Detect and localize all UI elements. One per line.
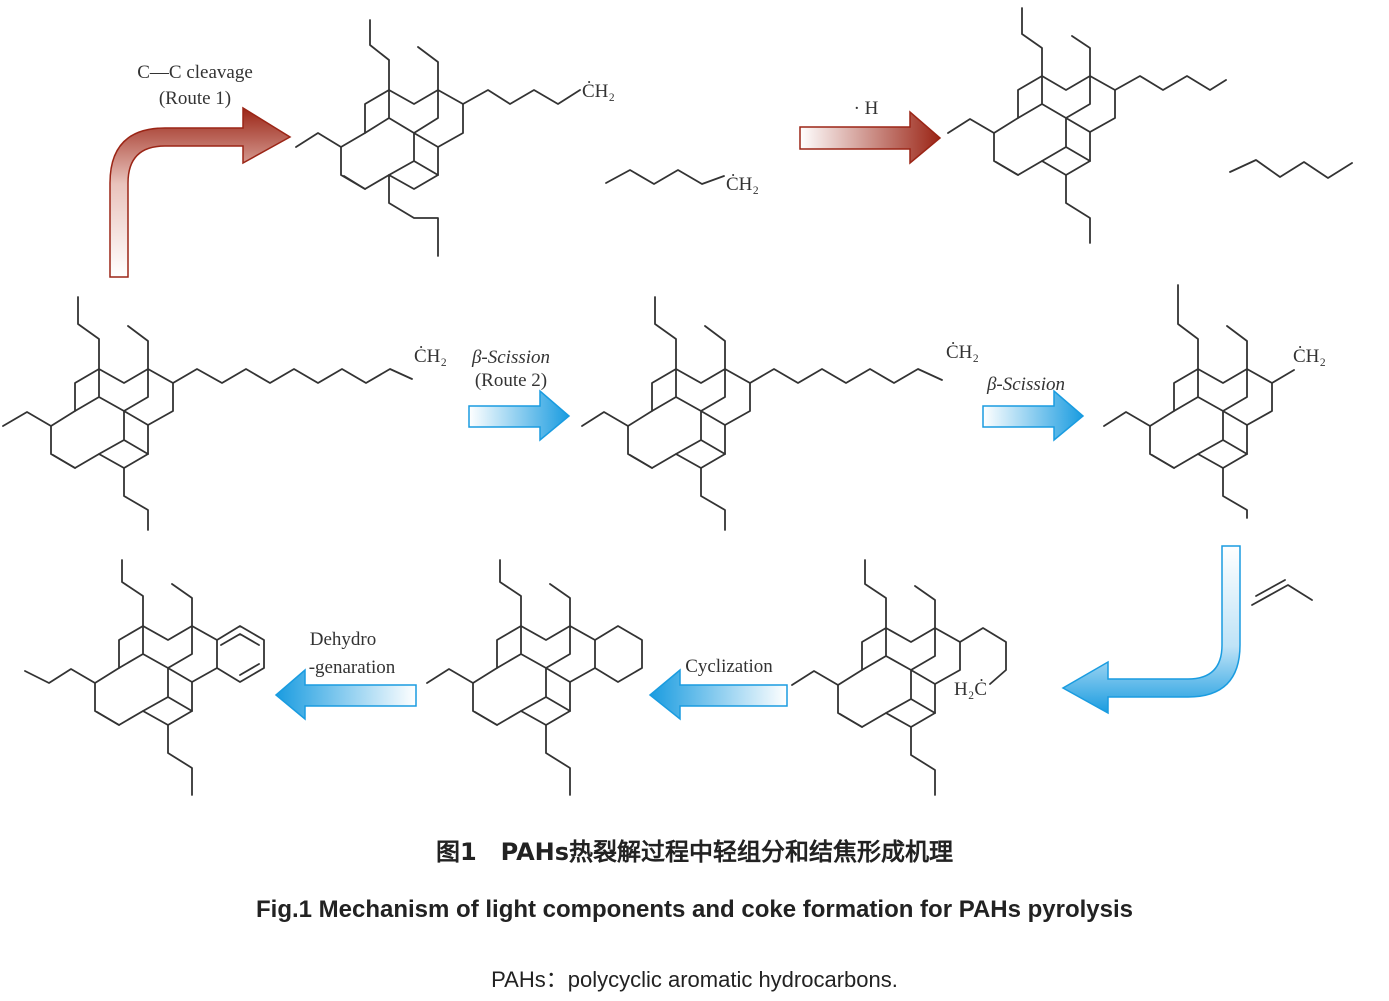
arrow-dehydrogenation (274, 668, 417, 721)
ch2-label-mid2: ĊH₂ (946, 342, 979, 363)
ch2-label-top1: ĊH₂ (582, 81, 615, 102)
molecule-pyrene-decyl-radical (2, 296, 413, 531)
ch2-label-mid1: ĊH₂ (414, 346, 447, 367)
caption-chinese: 图1 PAHs热裂解过程中轻组分和结焦形成机理 (435, 838, 954, 866)
molecule-pyrene-octyl-radical (581, 296, 943, 531)
h-radical-label: · H (854, 98, 879, 119)
caption-english: Fig.1 Mechanism of light components and … (255, 896, 1134, 923)
route2-label: (Route 2) (475, 370, 547, 391)
h2c-label: H₂Ċ (954, 679, 987, 700)
molecule-cyclized-pah (426, 559, 643, 796)
cyclization-label: Cyclization (685, 656, 773, 677)
molecule-propene (1251, 579, 1313, 606)
molecule-pyrene-pentyl-top-right (947, 7, 1227, 244)
ch2-label-mid3: ĊH₂ (1293, 346, 1326, 367)
ch2-label-pentyl: ĊH₂ (726, 174, 759, 195)
arrow-beta-scission-route2 (468, 389, 571, 442)
beta-scission-route2-label: β-Scission (471, 347, 550, 368)
reaction-mechanism-diagram: C—C cleavage (Route 1) · H β-Scission (R… (2, 7, 1353, 796)
arrow-h-addition (799, 110, 942, 165)
dehydro-label: Dehydro (310, 629, 376, 650)
cc-cleavage-label: C—C cleavage (137, 62, 253, 83)
molecule-pyrene-methyl-radical (1103, 284, 1295, 519)
molecule-dehydrogenated-pah (24, 559, 265, 796)
molecule-pyrene-butyl-radical (791, 559, 1007, 796)
molecule-pentyl-radical (605, 169, 725, 185)
arrow-cyclization (648, 668, 788, 721)
beta-scission-label: β-Scission (986, 374, 1065, 395)
molecule-pentane (1229, 159, 1353, 179)
arrow-cc-cleavage-route1 (109, 106, 292, 278)
genaration-label: -genaration (309, 657, 396, 678)
route1-label: (Route 1) (159, 88, 231, 109)
arrow-beta-scission (982, 389, 1085, 442)
caption-note: PAHs：polycyclic aromatic hydrocarbons. (491, 967, 898, 992)
arrow-curved-down-left (1061, 545, 1241, 715)
molecule-pyrene-pentyl-radical-top (295, 19, 581, 257)
